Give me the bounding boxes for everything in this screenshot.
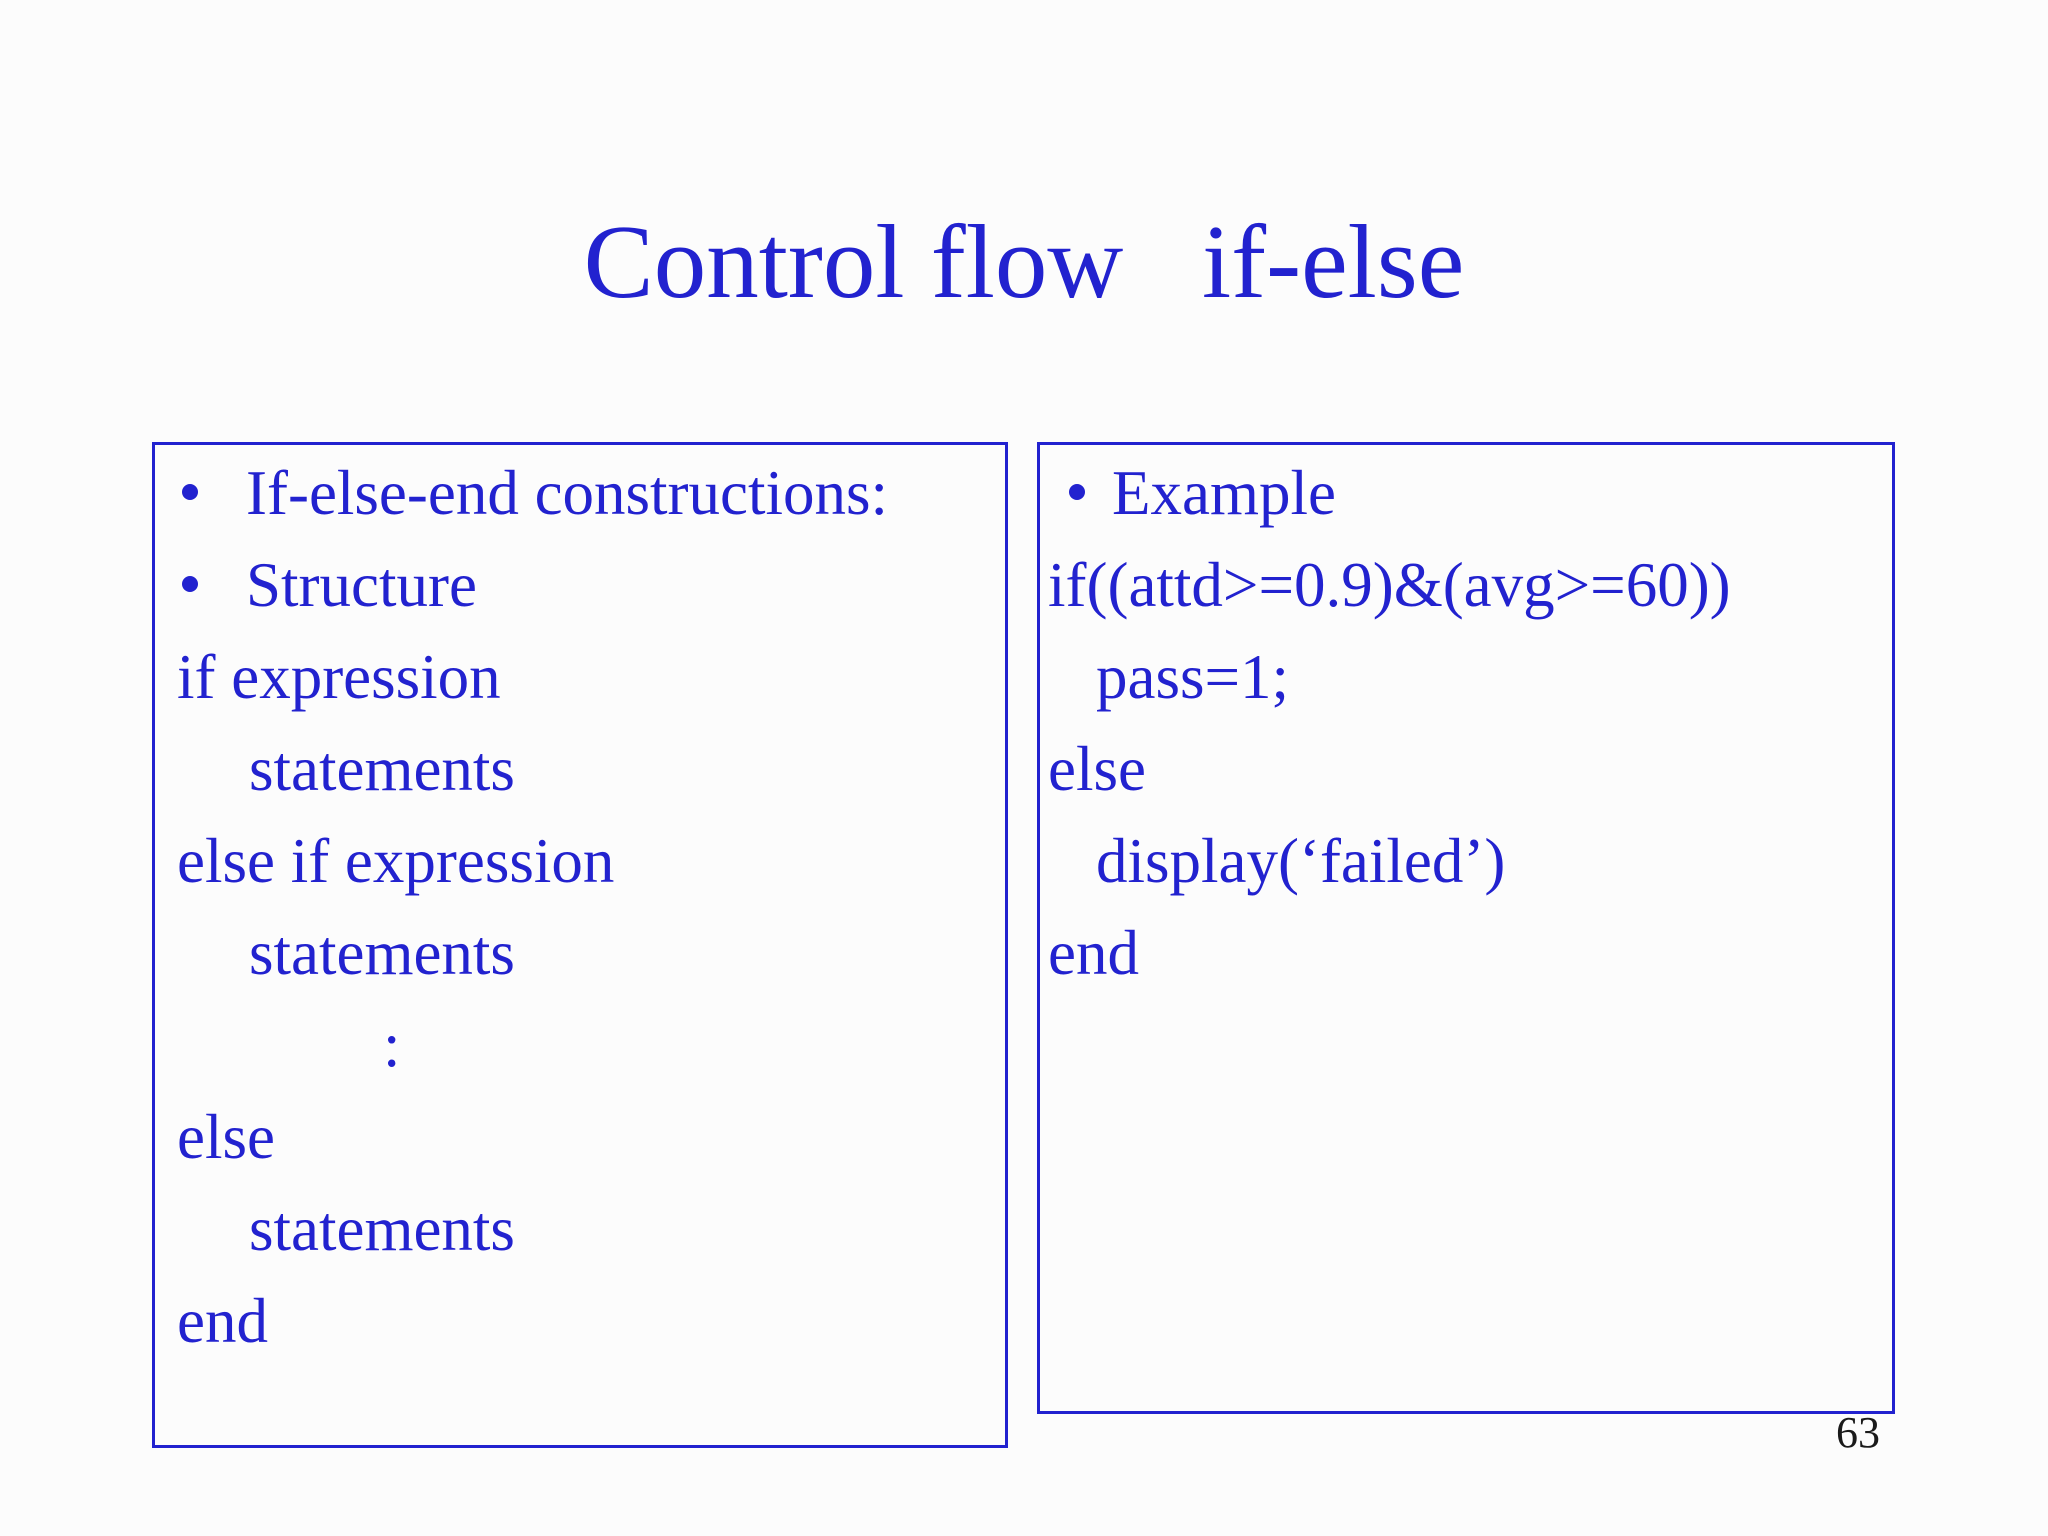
line-text: else: [1048, 734, 1146, 804]
code-line: else if expression: [155, 815, 1005, 907]
code-line: else: [155, 1091, 1005, 1183]
line-text: pass=1;: [1096, 642, 1290, 712]
structure-panel: If-else-end constructions: Structure if ex…: [152, 442, 1008, 1448]
line-text: else if expression: [177, 826, 615, 896]
code-line: if((attd>=0.9)&(avg>=60)): [1040, 539, 1892, 631]
bullet-icon: [182, 484, 198, 500]
line-text: :: [383, 1010, 401, 1080]
code-line: statements: [155, 723, 1005, 815]
example-panel: Example if((attd>=0.9)&(avg>=60)) pass=1; e…: [1037, 442, 1895, 1414]
code-line: statements: [155, 1183, 1005, 1275]
line-text: else: [177, 1102, 275, 1172]
bullet-icon: [1069, 484, 1085, 500]
line-text: statements: [249, 734, 515, 804]
line-text: If-else-end constructions:: [246, 458, 889, 528]
line-text: Example: [1112, 458, 1336, 528]
code-line: end: [155, 1275, 1005, 1367]
code-line: :: [155, 999, 1005, 1091]
bullet-line: Example: [1040, 447, 1892, 539]
bullet-icon: [182, 576, 198, 592]
line-text: Structure: [246, 550, 477, 620]
code-line: else: [1040, 723, 1892, 815]
code-line: statements: [155, 907, 1005, 999]
line-text: statements: [249, 1194, 515, 1264]
line-text: display(‘failed’): [1096, 826, 1506, 896]
slide-title: Control flow if-else: [583, 203, 1465, 320]
code-line: pass=1;: [1040, 631, 1892, 723]
code-line: display(‘failed’): [1040, 815, 1892, 907]
line-text: statements: [249, 918, 515, 988]
page-number: 63: [1836, 1408, 1880, 1457]
code-line: end: [1040, 907, 1892, 999]
code-line: if expression: [155, 631, 1005, 723]
bullet-line: Structure: [155, 539, 1005, 631]
bullet-line: If-else-end constructions:: [155, 447, 1005, 539]
line-text: if expression: [177, 642, 501, 712]
line-text: end: [177, 1286, 268, 1356]
line-text: if((attd>=0.9)&(avg>=60)): [1048, 550, 1731, 620]
line-text: end: [1048, 918, 1139, 988]
